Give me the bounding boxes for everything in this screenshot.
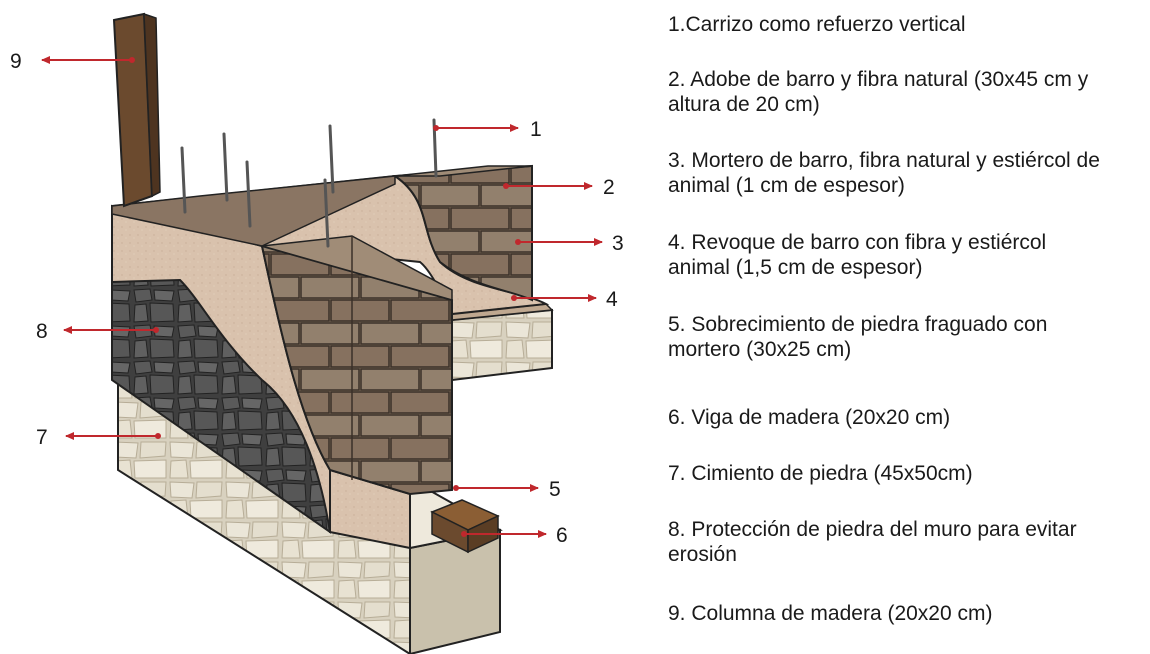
legend-item-2: 2. Adobe de barro y fibra natural (30x45… bbox=[668, 68, 1089, 116]
callout-number-6: 6 bbox=[556, 524, 568, 547]
callout-number-5: 5 bbox=[549, 478, 561, 501]
adobe-brick-wing bbox=[392, 164, 533, 302]
callout-number-8: 8 bbox=[36, 320, 48, 343]
legend-item-9: 9. Columna de madera (20x20 cm) bbox=[668, 602, 993, 625]
callout-number-9: 9 bbox=[10, 50, 22, 73]
wooden-column bbox=[112, 12, 161, 208]
callout-number-2: 2 bbox=[603, 176, 615, 199]
callout-numbers: 1 2 3 4 5 6 7 8 9 bbox=[10, 50, 624, 547]
adobe-wall-diagram: 1 2 3 4 5 6 7 8 9 bbox=[10, 12, 624, 654]
legend-item-7: 7. Cimiento de piedra (45x50cm) bbox=[668, 462, 973, 485]
legend-item-6: 6. Viga de madera (20x20 cm) bbox=[668, 406, 951, 429]
stone-plinth-right bbox=[451, 303, 554, 382]
legend-item-5: 5. Sobrecimiento de piedra fraguado con … bbox=[668, 313, 1048, 361]
mud-plaster-front bbox=[111, 204, 411, 550]
callout-number-3: 3 bbox=[612, 232, 624, 255]
callout-number-1: 1 bbox=[530, 118, 542, 141]
legend-item-3: 3. Mortero de barro, fibra natural y est… bbox=[668, 149, 1100, 197]
legend-item-4: 4. Revoque de barro con fibra y estiérco… bbox=[668, 231, 1047, 279]
callout-arrows bbox=[41, 56, 603, 538]
legend-item-8: 8. Protección de piedra del muro para ev… bbox=[668, 518, 1077, 566]
legend-item-1: 1.Carrizo como refuerzo vertical bbox=[668, 13, 966, 36]
callout-number-7: 7 bbox=[36, 426, 48, 449]
adobe-brick-corner bbox=[260, 235, 453, 496]
callout-dots bbox=[129, 57, 521, 537]
callout-number-4: 4 bbox=[606, 288, 618, 311]
